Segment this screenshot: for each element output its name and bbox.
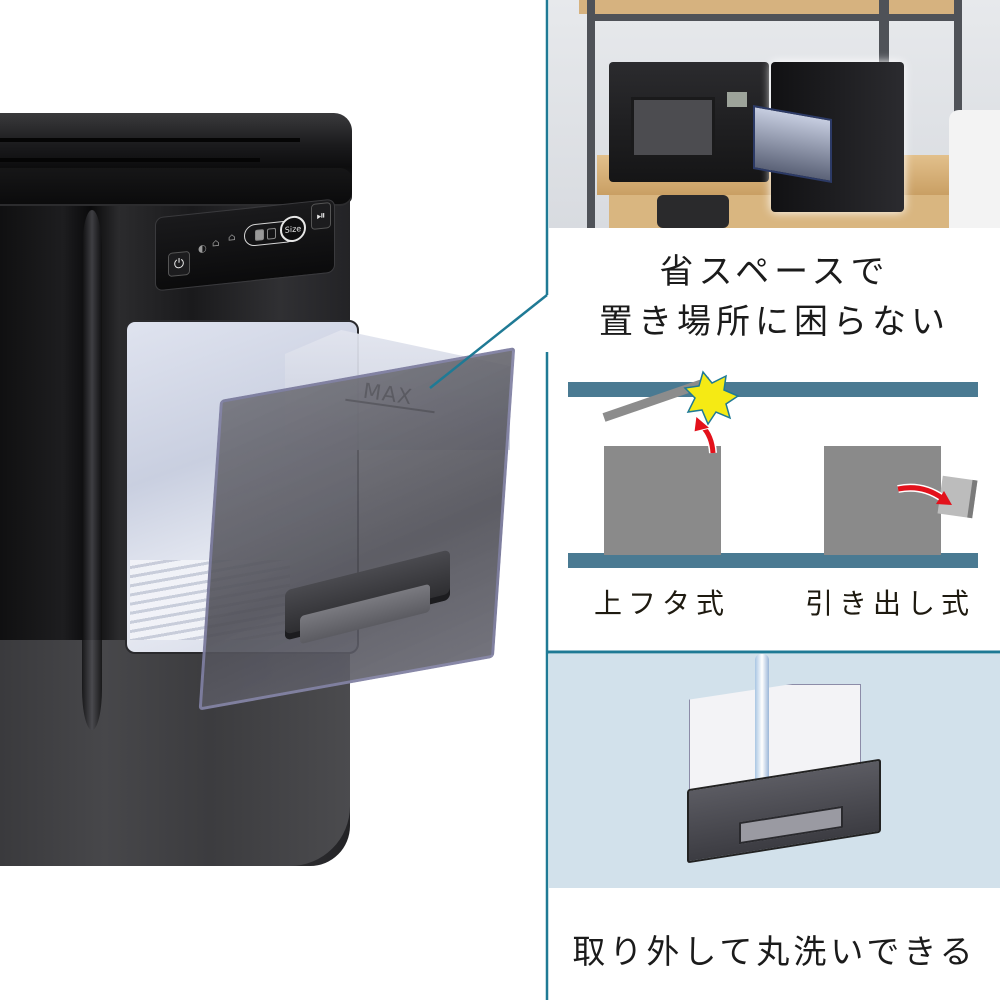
microwave: [609, 62, 769, 182]
upward-arrow-icon: [693, 415, 717, 454]
pull-out-arrow-icon: [897, 483, 952, 505]
product-photo: ⏻ ◐ ⌂ ⌂ Size ⏯ MAX: [0, 113, 516, 866]
top-lid-type-caption: 上フタ式: [594, 587, 731, 620]
lid-groove: [0, 138, 300, 142]
headline-line-1: 省スペースで: [659, 252, 890, 292]
headline-line-2: 置き場所に困らない: [599, 302, 950, 342]
collision-burst-icon: [683, 370, 740, 426]
rack-frame: [587, 0, 595, 228]
drawer-type-caption: 引き出し式: [805, 587, 976, 620]
water-stream: [755, 654, 769, 784]
kitchen-placement-photo: [549, 0, 1000, 228]
lid-groove: [0, 158, 260, 162]
drawer-appliance: [824, 446, 941, 555]
washable-caption: 取り外して丸洗いできる: [572, 932, 977, 971]
lid-front-edge: [0, 168, 352, 204]
ice-maker-in-kitchen: [753, 62, 904, 212]
body-edge-highlight: [82, 210, 102, 730]
top-lid-appliance: [604, 446, 721, 555]
lower-shelf: [568, 553, 978, 568]
rack-frame: [587, 14, 962, 21]
washable-bin-photo: [549, 654, 1000, 888]
microwave-window: [631, 97, 715, 158]
rice-cooker: [657, 195, 729, 228]
microwave-display: [727, 92, 747, 107]
washing-machine: [949, 110, 1000, 228]
wooden-shelf-top: [579, 0, 959, 14]
